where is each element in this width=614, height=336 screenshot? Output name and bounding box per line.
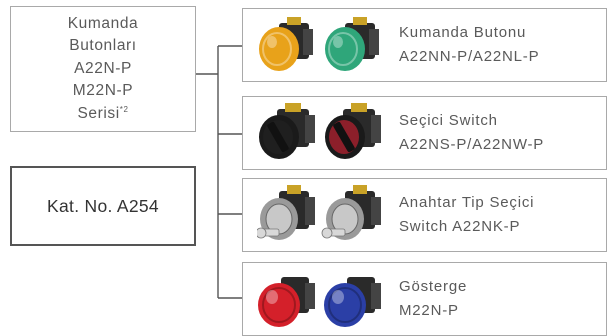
category-name: Seçici Switch [399, 112, 498, 129]
red-selector-switch-icon [325, 103, 381, 159]
category-box-3: Anahtar Tip Seçici Switch A22NK-P [242, 178, 607, 252]
category-text: Kumanda Butonu A22NN-P/A22NL-P [399, 21, 539, 69]
category-box-1: Kumanda Butonu A22NN-P/A22NL-P [242, 8, 607, 82]
category-product-images [258, 277, 381, 327]
category-model: Switch A22NK-P [399, 218, 521, 235]
root-title-line-5: Serisi*2 [77, 104, 129, 122]
black-selector-switch-icon [259, 103, 315, 159]
category-text: Seçici Switch A22NS-P/A22NW-P [399, 109, 544, 157]
category-product-images [259, 17, 379, 71]
blue-indicator-lamp-icon [324, 277, 381, 327]
category-text: Anahtar Tip Seçici Switch A22NK-P [399, 191, 534, 239]
category-model: M22N-P [399, 302, 459, 319]
amber-illuminated-button-icon [259, 17, 313, 71]
category-product-images [259, 103, 381, 159]
green-illuminated-button-icon [325, 17, 379, 71]
category-model: A22NS-P/A22NW-P [399, 136, 545, 153]
category-name: Kumanda Butonu [399, 24, 527, 41]
root-title-line-1: Kumanda [67, 14, 139, 32]
key-selector-switch-icon [321, 185, 381, 240]
category-name: Gösterge [399, 278, 468, 295]
category-name: Anahtar Tip Seçici [399, 194, 535, 211]
key-selector-switch-icon [257, 185, 315, 240]
root-title-line-4: M22N-P [72, 82, 134, 100]
root-series-box: Kumanda Butonları A22N-P M22N-P Serisi*2 [10, 6, 196, 132]
category-model: A22NN-P/A22NL-P [399, 48, 540, 65]
category-box-4: Gösterge M22N-P [242, 262, 607, 336]
catalog-number-box: Kat. No. A254 [10, 166, 196, 246]
red-indicator-lamp-icon [258, 277, 315, 327]
root-title-line-3: A22N-P [74, 59, 132, 77]
category-product-images [257, 185, 381, 240]
catalog-number-label: Kat. No. A254 [47, 195, 159, 216]
footnote-marker: *2 [119, 104, 129, 114]
category-text: Gösterge M22N-P [399, 275, 467, 323]
root-title-line-2: Butonları [69, 37, 137, 55]
category-box-2: Seçici Switch A22NS-P/A22NW-P [242, 96, 607, 170]
